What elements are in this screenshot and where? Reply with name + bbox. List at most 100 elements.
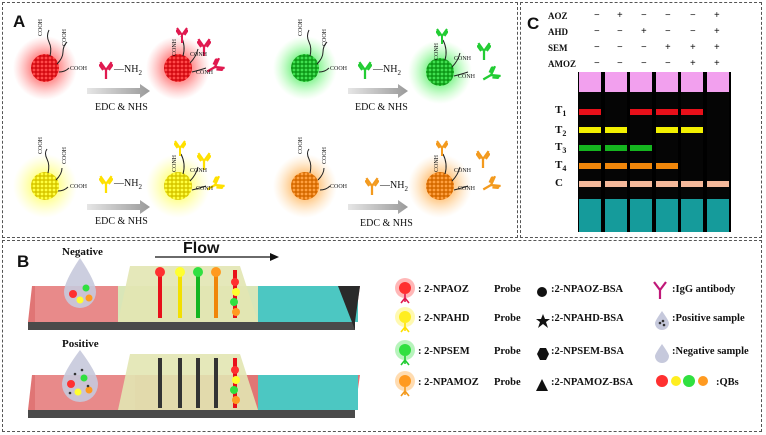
strip-band-c (655, 181, 678, 187)
strip-sample-pad (706, 72, 729, 92)
conh-label: CONH (190, 52, 208, 58)
coupling-label: EDC & NHS (360, 218, 413, 229)
probe-legend-label: : 2-NPAMOZ (418, 377, 479, 388)
condition-cell: − (617, 26, 623, 37)
cooh-label: COOH (330, 66, 348, 72)
condition-cell: − (690, 26, 696, 37)
conh-label: CONH (434, 154, 440, 172)
other-legend-label: :QBs (716, 377, 739, 388)
strip-sample-pad (630, 72, 652, 92)
other-legend-label: :Negative sample (672, 346, 749, 357)
reagent-label: —NH2 (373, 64, 401, 77)
strip-band-t2 (604, 127, 627, 133)
condition-cell: − (641, 10, 647, 21)
condition-cell: + (690, 42, 696, 53)
coupling-label: EDC & NHS (95, 216, 148, 227)
probe-icon (394, 305, 416, 338)
strip-sample-pad (579, 72, 601, 92)
conh-label: CONH (190, 168, 208, 174)
other-legend-label: :IgG antibody (672, 284, 736, 295)
conh-label: CONH (196, 186, 214, 192)
condition-cell: + (617, 10, 623, 21)
reagent-label: —NH2 (114, 178, 142, 191)
strip-sample-pad (655, 72, 678, 92)
conh-label: CONH (434, 42, 440, 60)
result-strip (655, 72, 678, 232)
strip-band-t4 (604, 163, 627, 169)
conh-label: CONH (454, 168, 472, 174)
condition-cell: − (665, 58, 671, 69)
conh-label: CONH (196, 70, 214, 76)
line-label: T2 (555, 124, 567, 139)
cooh-label: COOH (70, 66, 88, 72)
cooh-label: COOH (298, 18, 304, 36)
condition-cell: − (641, 58, 647, 69)
probe-legend-suffix: Probe (494, 284, 521, 295)
strip-sample-pad (604, 72, 627, 92)
condition-cell: − (617, 58, 623, 69)
cooh-label: COOH (322, 28, 328, 46)
strip-band-t3 (630, 145, 652, 151)
strip-sample-pad (681, 72, 703, 92)
condition-row-label: AHD (548, 27, 568, 37)
circle-icon (536, 285, 548, 303)
strip-band-t2 (681, 127, 703, 133)
panel-b (2, 240, 762, 432)
condition-cell: − (641, 42, 647, 53)
conh-label: CONH (172, 154, 178, 172)
cooh-label: COOH (322, 146, 328, 164)
test-strip-images (578, 72, 731, 232)
strip-band-t4 (655, 163, 678, 169)
result-strip (681, 72, 703, 232)
condition-cell: − (594, 42, 600, 53)
panel-a (2, 2, 518, 238)
condition-cell: + (714, 42, 720, 53)
result-strip (604, 72, 627, 232)
probe-legend-suffix: Probe (494, 346, 521, 357)
strip-absorbent-pad (630, 199, 652, 232)
probe-legend-suffix: Probe (494, 313, 521, 324)
coupling-label: EDC & NHS (95, 102, 148, 113)
negative-sample-icon (654, 343, 670, 368)
triangle-icon (536, 378, 548, 396)
probe-legend-label: : 2-NPAHD (418, 313, 470, 324)
conh-label: CONH (458, 74, 476, 80)
result-strip (630, 72, 652, 232)
conh-label: CONH (454, 56, 472, 62)
result-strip (579, 72, 601, 232)
condition-cell: + (665, 42, 671, 53)
strip-band-c (604, 181, 627, 187)
strip-band-t1 (630, 109, 652, 115)
condition-cell: − (617, 42, 623, 53)
condition-cell: + (714, 58, 720, 69)
probe-icon (394, 276, 416, 309)
line-label: T1 (555, 104, 567, 119)
strip-band-t1 (579, 109, 601, 115)
strip-band-t2 (579, 127, 601, 133)
condition-cell: − (594, 26, 600, 37)
strip-band-t4 (630, 163, 652, 169)
strip-band-c (579, 181, 601, 187)
reagent-label: —NH2 (114, 64, 142, 77)
strip-absorbent-pad (681, 199, 703, 232)
line-label: C (555, 177, 563, 189)
strip-band-c (681, 181, 703, 187)
probe-icon (394, 338, 416, 371)
strip-band-t1 (655, 109, 678, 115)
hexagon-icon (536, 347, 550, 366)
antigen-legend-label: :2-NPAMOZ-BSA (551, 377, 634, 388)
star-icon (536, 314, 550, 333)
strip-band-t1 (681, 109, 703, 115)
condition-cell: + (714, 26, 720, 37)
result-strip (706, 72, 729, 232)
cooh-label: COOH (62, 146, 68, 164)
strip-band-t3 (604, 145, 627, 151)
antigen-legend-label: :2-NPSEM-BSA (551, 346, 624, 357)
cooh-label: COOH (38, 18, 44, 36)
line-label: T3 (555, 141, 567, 156)
conh-label: CONH (458, 186, 476, 192)
positive-label: Positive (62, 338, 99, 350)
strip-absorbent-pad (604, 199, 627, 232)
igg-antibody-icon (652, 281, 668, 304)
qbs-icon (655, 374, 715, 393)
